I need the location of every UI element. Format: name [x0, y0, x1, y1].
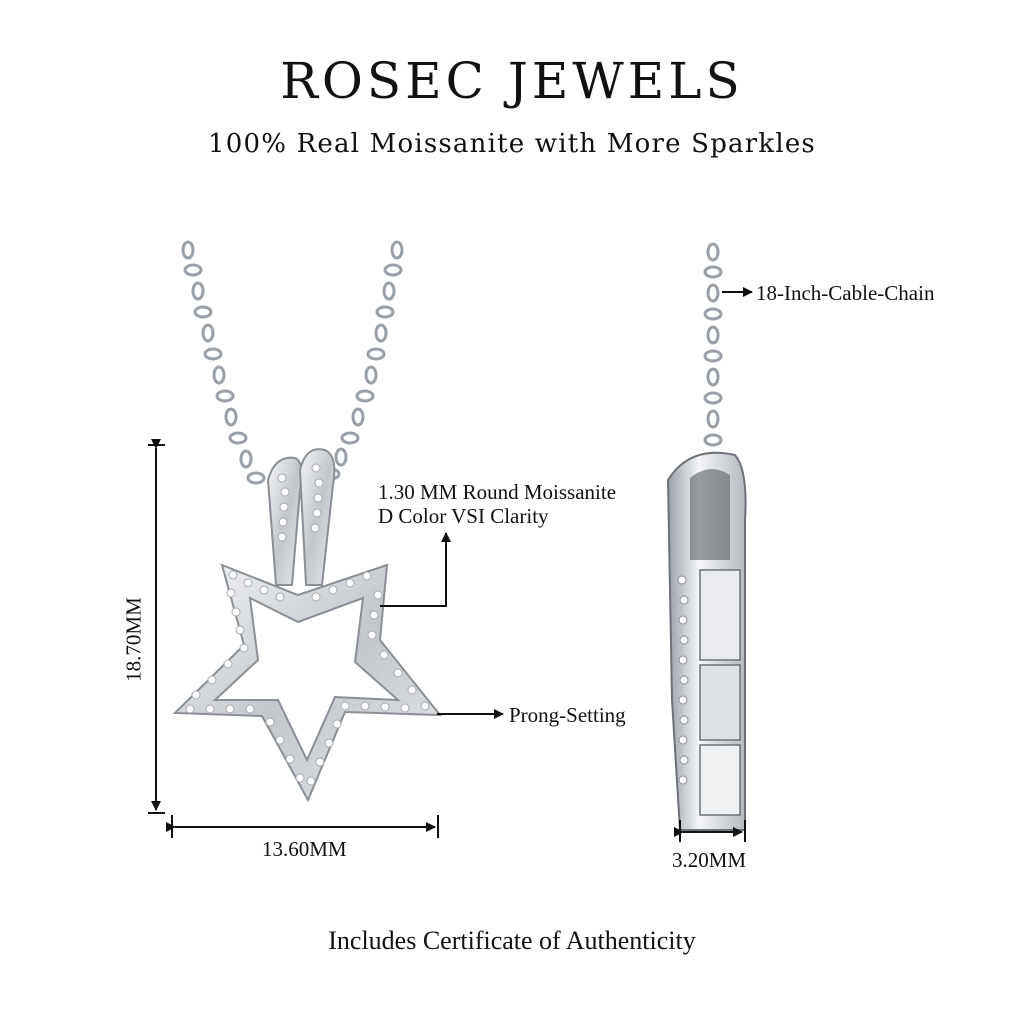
stone-label-line2: D Color VSI Clarity	[378, 504, 549, 528]
depth-dimension-label: 3.20MM	[672, 848, 747, 872]
certificate-note: Includes Certificate of Authenticity	[328, 926, 696, 955]
star-pendant-front	[172, 563, 443, 803]
dimension-lines	[148, 287, 753, 842]
stone-label-line1: 1.30 MM Round Moissanite	[378, 480, 617, 504]
width-dimension-label: 13.60MM	[262, 837, 347, 861]
brand-title: ROSEC JEWELS	[280, 52, 744, 110]
prong-setting-label: Prong-Setting	[509, 703, 626, 727]
star-pendant-side	[666, 451, 747, 831]
height-dimension-label: 18.70MM	[121, 597, 146, 682]
front-chain-right	[321, 240, 404, 481]
brand-tagline: 100% Real Moissanite with More Sparkles	[208, 129, 816, 159]
pendant-bail	[266, 448, 336, 586]
chain-label: 18-Inch-Cable-Chain	[756, 281, 935, 305]
front-chain-left	[181, 240, 266, 485]
side-chain	[703, 242, 723, 471]
